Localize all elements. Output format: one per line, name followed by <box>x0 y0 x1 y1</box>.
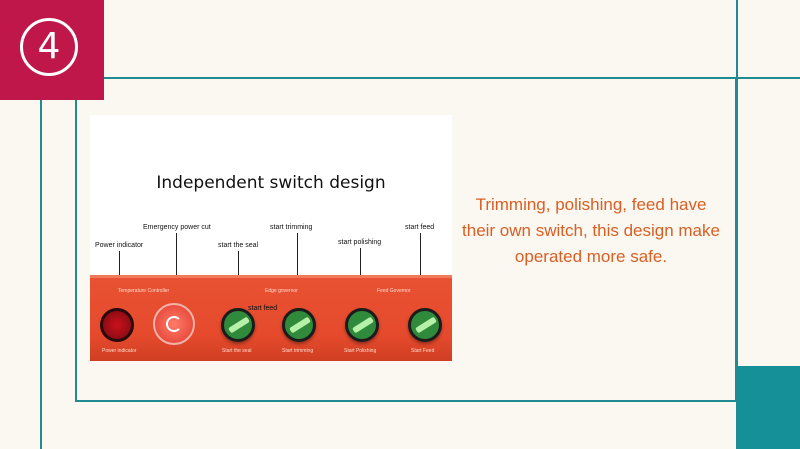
content-frame <box>75 77 737 402</box>
callout-start-trimming: start trimming <box>270 224 313 231</box>
emergency-stop-icon <box>166 316 182 332</box>
callout-emergency: Emergency power cut <box>143 224 211 231</box>
panel-label-feed-governor: Feed Governor <box>377 288 411 294</box>
panel-label-temperature: Temperature Controller <box>118 288 170 294</box>
callout-start-feed: start feed <box>405 224 435 231</box>
callout-power-indicator: Power indicator <box>95 242 144 249</box>
frame-line-left <box>40 0 42 449</box>
callout-start-feed-inline: start feed <box>248 305 278 312</box>
leader-line <box>297 233 298 307</box>
teal-corner-block <box>738 366 800 449</box>
start-trimming-switch[interactable] <box>282 308 316 342</box>
panel-label-polishing: Start Polishing <box>344 348 377 354</box>
circled-number-4-icon: 4 <box>20 18 78 76</box>
panel-label-seal: Start the seal <box>222 348 252 354</box>
control-panel <box>90 275 452 361</box>
panel-label-trimming: Start trimming <box>282 348 314 354</box>
callout-start-polishing: start polishing <box>338 239 382 246</box>
start-feed-switch[interactable] <box>408 308 442 342</box>
frame-line-right <box>736 0 738 449</box>
step-badge: 4 <box>0 0 104 100</box>
panel-edge <box>90 275 452 278</box>
photo-title: Independent switch design <box>156 173 386 193</box>
leader-line <box>420 233 421 307</box>
leader-line <box>176 233 177 303</box>
start-seal-switch[interactable] <box>221 308 255 342</box>
start-polishing-switch[interactable] <box>345 308 379 342</box>
panel-label-feed: Start Feed <box>411 348 435 354</box>
emergency-stop-button[interactable] <box>153 303 195 345</box>
product-photo: Independent switch design Power indicato… <box>90 115 452 361</box>
description-text: Trimming, polishing, feed have their own… <box>462 195 720 266</box>
callout-start-seal: start the seal <box>218 242 259 249</box>
panel-label-edge-governor: Edge governor <box>265 288 298 294</box>
panel-label-power: Power indicator <box>102 348 137 354</box>
power-indicator-light <box>100 308 134 342</box>
